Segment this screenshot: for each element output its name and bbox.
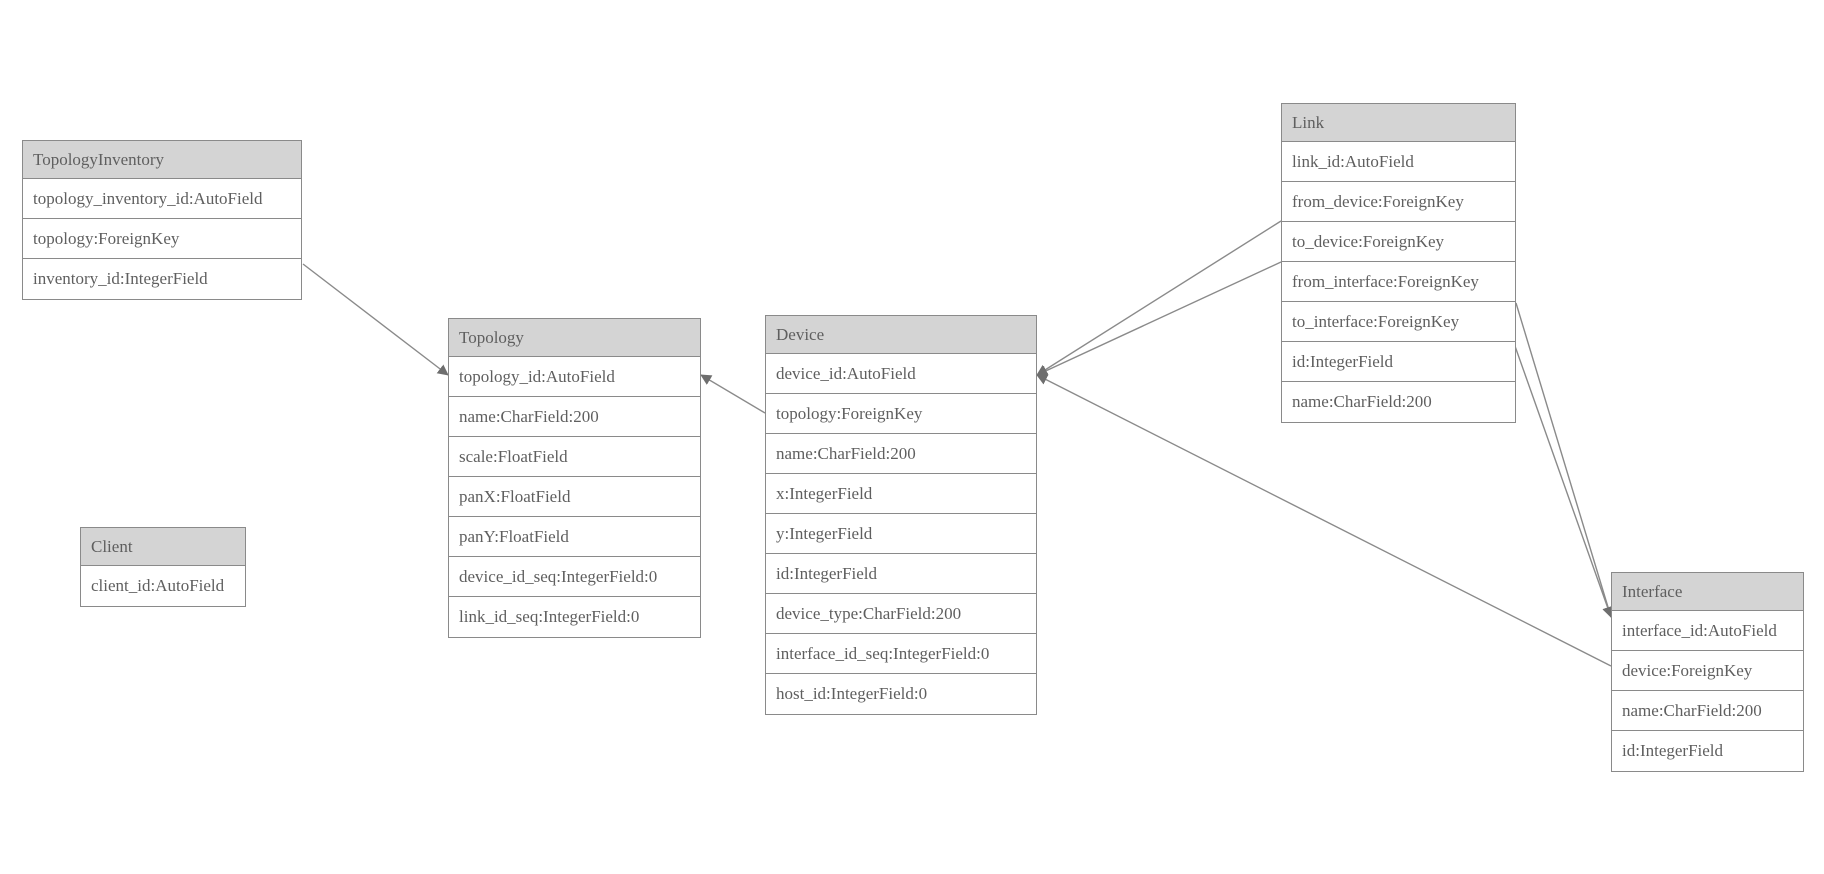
entity-field: link_id_seq:IntegerField:0 (459, 607, 640, 626)
entity-field: interface_id:AutoField (1612, 611, 1803, 651)
entity-field: device:ForeignKey (1612, 651, 1803, 691)
entity-field: name:CharField:200 (766, 434, 1036, 474)
entity-field: x:IntegerField (766, 474, 1036, 514)
entity-field: to_interface:ForeignKey (1282, 302, 1515, 342)
entity-field: link_id:AutoField (1282, 142, 1515, 182)
relationship-line (1515, 302, 1614, 618)
entity-field: id:IntegerField (766, 554, 1036, 594)
entity-field: panX:FloatField (449, 477, 700, 517)
entity-field: from_device:ForeignKey (1282, 182, 1515, 222)
entity-field: panY:FloatField (449, 517, 700, 557)
entity-field: name:CharField:200 (1612, 691, 1803, 731)
entity-field: topology:ForeignKey (766, 394, 1036, 434)
entity-field: to_device:ForeignKey (1282, 222, 1515, 262)
relationship-line (1036, 261, 1282, 376)
entity-field: topology_inventory_id:AutoField (23, 179, 301, 219)
relationship-line (302, 263, 449, 376)
entity-field: id:IntegerField (1282, 342, 1515, 382)
entity-field: device_type:CharField:200 (766, 594, 1036, 634)
entity-field-list-client: client_id:AutoField (81, 566, 245, 606)
entity-field: from_interface:ForeignKey (1282, 262, 1515, 302)
relationship-line (1036, 220, 1282, 376)
entity-field: host_id:IntegerField:0 (776, 684, 928, 703)
entity-field: inventory_id:IntegerField (33, 269, 208, 288)
entity-field: scale:FloatField (449, 437, 700, 477)
entity-field: name:CharField:200 (1292, 392, 1432, 411)
entity-field: device_id:AutoField (766, 354, 1036, 394)
entity-field: y:IntegerField (766, 514, 1036, 554)
entity-title-link: Link (1282, 104, 1515, 142)
entity-title-topology: Topology (449, 319, 700, 357)
entity-field: topology_id:AutoField (449, 357, 700, 397)
entity-field: topology:ForeignKey (23, 219, 301, 259)
entity-field: id:IntegerField (1622, 741, 1724, 760)
entity-title-client: Client (81, 528, 245, 566)
relationship-line (1509, 331, 1613, 618)
entity-field: name:CharField:200 (449, 397, 700, 437)
entity-title-topologyinventory: TopologyInventory (23, 141, 301, 179)
entity-field: client_id:AutoField (91, 576, 225, 595)
relationship-line (700, 374, 766, 414)
entity-field: interface_id_seq:IntegerField:0 (766, 634, 1036, 674)
entity-field: device_id_seq:IntegerField:0 (449, 557, 700, 597)
entity-box-client[interactable]: Client client_id:AutoField (80, 527, 246, 607)
entity-title-device: Device (766, 316, 1036, 354)
entity-title-interface: Interface (1612, 573, 1803, 611)
